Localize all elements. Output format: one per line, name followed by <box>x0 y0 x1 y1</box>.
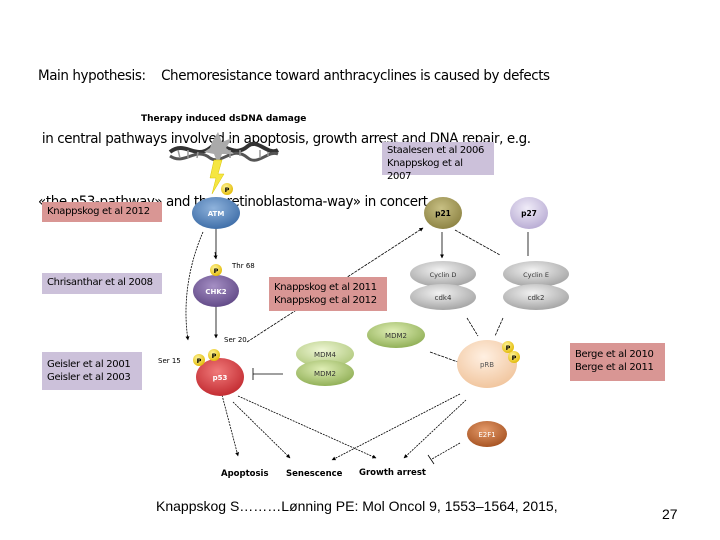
ref-line: Chrisanthar et al 2008 <box>47 277 153 288</box>
phospho-icon <box>208 349 220 361</box>
node-p21 <box>424 197 462 229</box>
phospho-label: P <box>212 352 217 360</box>
phospho-label: P <box>214 267 219 275</box>
ref-line: Geisler et al 2001 <box>47 359 131 370</box>
mdm2-prb-link <box>429 351 459 363</box>
phospho-label: P <box>197 357 202 365</box>
node-cyclin-d <box>410 261 476 287</box>
ref-line: Berge et al 2010 <box>575 349 654 360</box>
ref-box-knappskog-2011: Knappskog et al 2011 Knappskog et al 201… <box>269 277 387 311</box>
outcome-apoptosis: Apoptosis <box>221 469 269 479</box>
ref-line: Geisler et al 2003 <box>47 372 131 383</box>
ref-line: Berge et al 2011 <box>575 362 654 373</box>
node-prb <box>457 340 517 388</box>
node-mdm4-label: MDM4 <box>314 351 336 359</box>
node-mdm2-label: MDM2 <box>385 332 407 340</box>
outcome-growth-arrest: Growth arrest <box>359 468 426 478</box>
node-mdm2-pair-label: MDM2 <box>314 370 336 378</box>
node-cdk4 <box>410 284 476 310</box>
ref-line: Knappskog et al 2011 <box>274 282 377 293</box>
p53-apoptosis-arrow <box>221 394 240 457</box>
node-cyclin-d-label: Cyclin D <box>430 271 457 279</box>
site-ser20: Ser 20 <box>224 336 247 344</box>
diagram-title: Therapy induced dsDNA damage <box>141 114 306 124</box>
phospho-icon <box>210 264 222 276</box>
prb-senescence-arrow <box>331 393 461 461</box>
ref-line: Knappskog et al 2012 <box>274 295 377 306</box>
ref-line: Knappskog et al 2012 <box>47 206 150 217</box>
outcome-senescence: Senescence <box>286 469 343 479</box>
page-number: 27 <box>662 506 678 522</box>
node-p53 <box>196 358 244 396</box>
node-p27 <box>510 197 548 229</box>
node-p53-label: p53 <box>213 374 228 382</box>
dna-helix-icon <box>168 132 280 164</box>
node-chk2-label: CHK2 <box>205 288 226 296</box>
p53-senescence-arrow <box>232 401 291 459</box>
hypothesis-text: Main hypothesis: Chemoresistance toward … <box>38 24 550 234</box>
hypothesis-line-1: Main hypothesis: Chemoresistance toward … <box>38 68 550 84</box>
node-e2f1-label: E2F1 <box>478 431 495 439</box>
phospho-icon <box>502 341 514 353</box>
node-e2f1 <box>467 421 507 447</box>
ref-line: Staalesen et al 2006 <box>387 145 485 156</box>
prb-growth-arrest-arrow <box>403 399 467 459</box>
node-cdk4-label: cdk4 <box>435 294 452 302</box>
phospho-icon <box>508 351 520 363</box>
node-mdm2-pair <box>296 360 354 386</box>
footer-citation: Knappskog S………Lønning PE: Mol Oncol 9, 1… <box>156 498 558 514</box>
ref-box-berge: Berge et al 2010 Berge et al 2011 <box>570 343 665 381</box>
p21-cyclinE-link <box>454 229 501 256</box>
phospho-icon <box>193 354 205 366</box>
e2f1-inhibits-growth-arrest <box>431 442 461 460</box>
hypothesis-line-3: «the p53-pathway» and the «retinoblastom… <box>38 194 428 210</box>
node-p21-label: p21 <box>435 209 451 218</box>
ref-box-knappskog-2012: Knappskog et al 2012 <box>42 202 162 222</box>
ref-box-geisler: Geisler et al 2001 Geisler et al 2003 <box>42 352 142 390</box>
node-mdm2 <box>367 322 425 348</box>
lightning-bolt-icon <box>209 159 225 195</box>
ref-box-staalesen: Staalesen et al 2006 Knappskog et al 200… <box>382 142 494 182</box>
node-cyclin-e <box>503 261 569 287</box>
node-atm <box>192 197 240 229</box>
node-cdk2-label: cdk2 <box>528 294 545 302</box>
phospho-label: P <box>506 344 511 352</box>
node-prb-label: pRB <box>480 361 494 369</box>
ref-box-chrisanthar: Chrisanthar et al 2008 <box>42 273 162 294</box>
site-ser15: Ser 15 <box>158 357 181 365</box>
node-chk2 <box>193 275 239 307</box>
phospho-icon <box>221 183 233 195</box>
node-atm-label: ATM <box>208 210 225 218</box>
atm-p53-arrow <box>185 231 204 341</box>
site-thr68: Thr 68 <box>231 262 255 270</box>
ref-line: Knappskog et al 2007 <box>387 158 463 182</box>
phospho-label: P <box>225 186 230 194</box>
node-mdm4 <box>296 341 354 367</box>
node-cdk2 <box>503 284 569 310</box>
node-cyclin-e-label: Cyclin E <box>523 271 549 279</box>
phospho-label: P <box>512 354 517 362</box>
p53-growth-arrest-arrow <box>237 395 377 459</box>
node-p27-label: p27 <box>521 209 537 218</box>
